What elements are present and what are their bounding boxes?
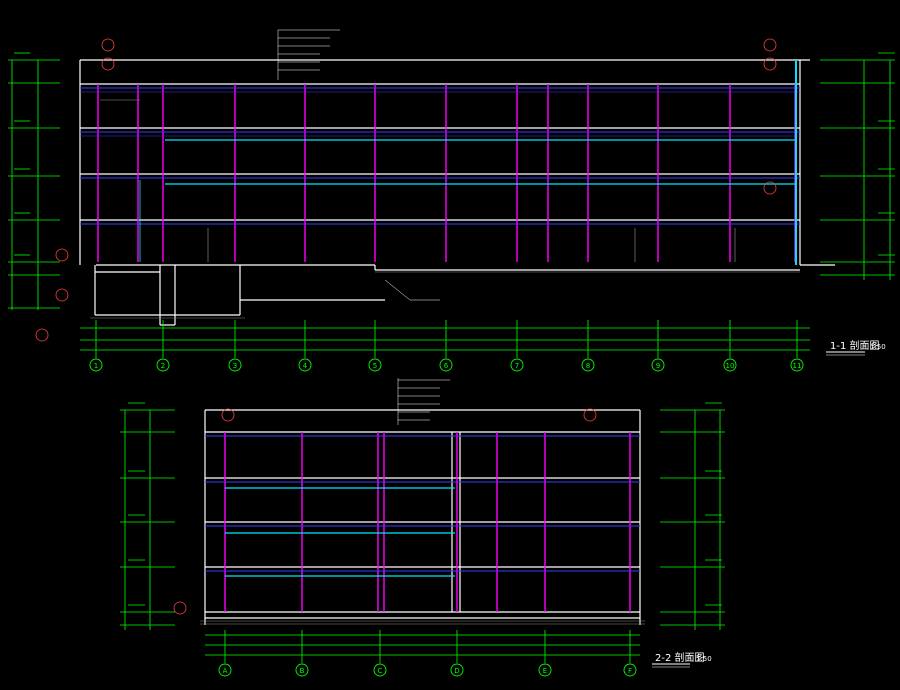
axis-bubble-A <box>218 663 232 677</box>
axis-bubble-9 <box>651 358 665 372</box>
axis-bubble-3 <box>228 358 242 372</box>
axis-label-F: F <box>628 667 632 675</box>
bottom-dimension-lines-2 <box>205 634 640 656</box>
axis-bubble-C <box>373 663 387 677</box>
building-structure-1 <box>79 59 835 326</box>
beams-2 <box>205 435 640 572</box>
axis-label-10: 10 <box>726 362 735 370</box>
ground-hatch-2 <box>200 620 645 625</box>
left-dimension-lines-1 <box>8 52 60 310</box>
section-1-1: 1-1 剖面图 1:50 1 2 3 4 5 6 7 8 9 10 11 <box>8 29 895 372</box>
axis-bubbles-2-2: A B C D E F <box>218 630 637 677</box>
annotation-leaders-2 <box>397 378 450 425</box>
axis-label-E: E <box>543 667 547 675</box>
axis-bubble-1 <box>89 358 103 372</box>
ground-hatch-1 <box>90 271 800 319</box>
section-2-title: 2-2 剖面图 <box>655 651 705 664</box>
axis-bubble-D <box>450 663 464 677</box>
axis-bubble-4 <box>298 358 312 372</box>
axis-bubble-2 <box>156 358 170 372</box>
axis-label-1: 1 <box>94 362 98 370</box>
beams-1 <box>80 87 800 225</box>
axis-bubbles-1-1: 1 2 3 4 5 6 7 8 9 10 11 <box>89 320 804 372</box>
section-1-title: 1-1 剖面图 <box>830 339 880 352</box>
glazing-2 <box>225 487 455 577</box>
title-underline-2 <box>652 663 690 668</box>
bottom-dimension-lines-1 <box>80 327 810 351</box>
axis-label-6: 6 <box>444 362 449 370</box>
section-1-scale: 1:50 <box>870 343 886 351</box>
level-bubbles-1 <box>35 38 777 342</box>
section-2-scale: 1:50 <box>696 655 712 663</box>
axis-bubble-10 <box>723 358 737 372</box>
axis-label-8: 8 <box>586 362 590 370</box>
left-dimension-lines-2 <box>120 402 175 630</box>
axis-bubble-5 <box>368 358 382 372</box>
axis-label-A: A <box>223 667 228 675</box>
title-underline-1 <box>826 351 865 356</box>
axis-bubble-F <box>623 663 637 677</box>
axis-bubble-E <box>538 663 552 677</box>
partitions-1 <box>100 99 736 262</box>
section-2-2: 2-2 剖面图 1:50 A B C D E F <box>120 378 725 677</box>
axis-label-5: 5 <box>373 362 377 370</box>
right-dimension-lines-2 <box>660 402 725 630</box>
axis-label-4: 4 <box>303 362 308 370</box>
axis-bubble-B <box>295 663 309 677</box>
axis-label-C: C <box>378 667 383 675</box>
annotation-leaders-1 <box>277 29 440 301</box>
columns-1 <box>97 84 796 262</box>
axis-bubble-6 <box>439 358 453 372</box>
axis-label-B: B <box>300 667 305 675</box>
axis-label-11: 11 <box>793 362 802 370</box>
axis-label-7: 7 <box>515 362 519 370</box>
axis-bubble-11 <box>790 358 804 372</box>
columns-2 <box>224 432 631 612</box>
axis-label-3: 3 <box>233 362 237 370</box>
axis-label-2: 2 <box>161 362 165 370</box>
axis-bubble-7 <box>510 358 524 372</box>
axis-label-9: 9 <box>656 362 660 370</box>
glazing-1 <box>139 60 797 265</box>
building-structure-2 <box>204 409 641 625</box>
axis-bubble-8 <box>581 358 595 372</box>
right-dimension-lines-1 <box>820 52 895 280</box>
axis-label-D: D <box>454 667 459 675</box>
level-bubbles-2 <box>173 408 597 615</box>
